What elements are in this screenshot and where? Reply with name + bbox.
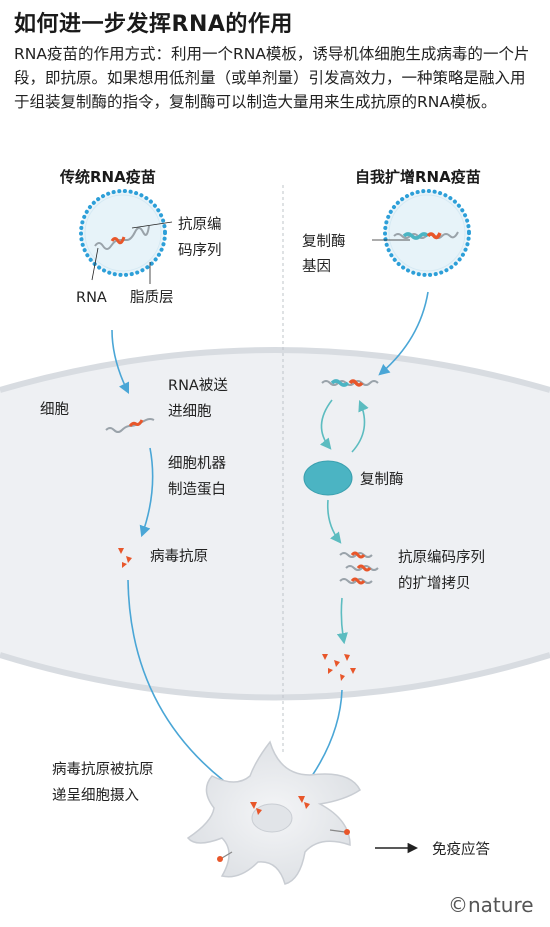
- viral-antigen-left: [118, 548, 132, 568]
- arrow-amplify: [326, 499, 342, 544]
- immune-response-label: 免疫应答: [432, 840, 490, 858]
- uptake-label-1: 病毒抗原被抗原: [52, 761, 154, 778]
- page-title: 如何进一步发挥RNA的作用: [14, 12, 293, 37]
- viral-antigen-label: 病毒抗原: [150, 548, 208, 565]
- left-column-header: 传统RNA疫苗: [59, 168, 156, 186]
- replicase-gene-label-2: 基因: [302, 258, 331, 275]
- amplified-label-1: 抗原编码序列: [398, 549, 485, 566]
- nature-logo: ©nature: [448, 893, 534, 917]
- lipid-layer-label: 脂质层: [130, 289, 174, 306]
- machinery-label-1: 细胞机器: [168, 455, 226, 472]
- antigen-presenting-cell: [186, 740, 361, 885]
- rna-delivered-label-2: 进细胞: [168, 403, 212, 420]
- replicase-enzyme: [303, 460, 353, 496]
- cell-label: 细胞: [40, 401, 69, 418]
- arrow-translation-left: [139, 447, 154, 538]
- arrow-to-replicase: [319, 399, 333, 450]
- amplified-copies: [339, 551, 379, 585]
- arrow-entry-left: [111, 329, 130, 395]
- machinery-label-2: 制造蛋白: [168, 481, 226, 498]
- right-column-header: 自我扩增RNA疫苗: [355, 168, 481, 186]
- intro-paragraph: RNA疫苗的作用方式：利用一个RNA模板，诱导机体细胞生成病毒的一个片段，即抗原…: [14, 45, 530, 111]
- replicase-label: 复制酶: [360, 470, 404, 488]
- rna-label: RNA: [76, 290, 107, 306]
- rna-delivered-label-1: RNA被送: [168, 377, 228, 394]
- host-cell: [0, 350, 550, 698]
- viral-antigen-right: [322, 654, 356, 681]
- antigen-coding-label-1: 抗原编: [178, 216, 222, 233]
- rna-in-cell-left: [105, 418, 155, 433]
- amplified-label-2: 的扩增拷贝: [398, 575, 471, 592]
- traditional-rna-nanoparticle: [79, 189, 167, 277]
- replicase-gene-label-1: 复制酶: [302, 232, 346, 250]
- antigen-coding-label-2: 码序列: [178, 242, 222, 259]
- host-cell-membrane: [0, 347, 550, 393]
- arrow-entry-right: [378, 291, 429, 376]
- arrow-translation-right: [336, 597, 348, 645]
- uptake-label-2: 递呈细胞摄入: [52, 787, 139, 804]
- self-amplifying-rna-nanoparticle: [383, 189, 471, 277]
- arrow-uptake-left: [127, 579, 248, 799]
- arrow-from-replicase: [351, 399, 369, 453]
- rna-in-cell-right: [321, 379, 379, 387]
